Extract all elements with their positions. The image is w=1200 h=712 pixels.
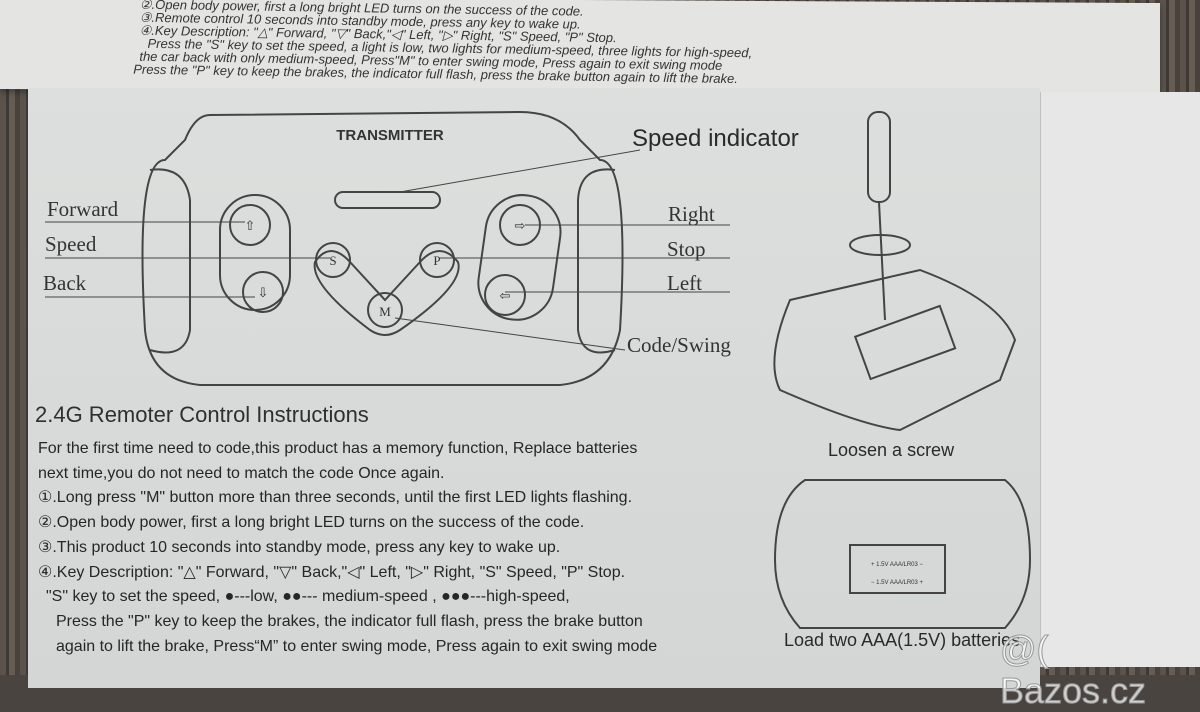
instruction-line: For the first time need to code,this pro…: [38, 440, 638, 457]
battery-label: − 1.5V AAA/LR03 +: [871, 580, 924, 586]
instruction-line: ①.Long press "M" button more than three …: [38, 489, 633, 507]
m-button-label: M: [379, 304, 391, 319]
speed-indicator-label: Speed indicator: [632, 125, 799, 152]
left-arrow-icon: ⇦: [500, 288, 511, 303]
up-button: [229, 204, 271, 246]
down-button: [242, 271, 284, 313]
up-down-pad: [219, 194, 291, 311]
box-side-panel: [1040, 92, 1200, 667]
back-label: Back: [43, 271, 87, 295]
instruction-line: ②.Open body power, first a long bright L…: [38, 514, 585, 532]
up-arrow-icon: ⇧: [245, 218, 256, 233]
rotate-arrow-icon: [849, 234, 911, 256]
left-label: Left: [667, 271, 702, 295]
battery-compartment: [849, 544, 946, 594]
down-arrow-icon: ⇩: [258, 285, 269, 300]
m-button: [367, 292, 403, 328]
stop-label: Stop: [667, 237, 706, 261]
speed-indicator-bar: [334, 191, 441, 209]
s-button: [315, 242, 351, 278]
screwdriver-handle: [867, 111, 891, 203]
battery-label: + 1.5V AAA/LR03 −: [871, 562, 924, 568]
right-left-pad: [477, 194, 562, 321]
instruction-line: ③.This product 10 seconds into standby m…: [38, 538, 561, 556]
battery-cover: [853, 304, 957, 381]
instruction-line: again to lift the brake, Press“M” to ent…: [56, 637, 658, 655]
remote-front-view: [773, 479, 1032, 629]
load-batteries-caption: Load two AAA(1.5V) batteries: [784, 630, 1021, 650]
watermark: @( Bazos.cz: [1000, 628, 1147, 712]
instruction-line: Press the "P" key to keep the brakes, th…: [56, 612, 643, 630]
right-label: Right: [668, 202, 715, 226]
transmitter-diagram: ⇧ ⇩ ⇨ ⇦ S P M TRANSMITTER + 1.5V AAA/LR0…: [141, 110, 1032, 629]
right-grip: [577, 168, 616, 354]
transmitter-label: TRANSMITTER: [336, 127, 444, 144]
transmitter-outline: [141, 110, 624, 386]
loosen-screw-caption: Loosen a screw: [828, 440, 955, 460]
instructions-body: For the first time need to code,this pro…: [38, 437, 657, 659]
s-button-label: S: [329, 253, 336, 268]
code-swing-label: Code/Swing: [627, 333, 731, 357]
left-button: [484, 274, 526, 316]
p-button-label: P: [433, 253, 440, 268]
forward-label: Forward: [47, 197, 119, 221]
instruction-line: "S" key to set the speed, ●---low, ●●---…: [46, 588, 570, 606]
instructions-title: 2.4G Remoter Control Instructions: [35, 402, 369, 427]
p-button: [419, 242, 455, 278]
right-arrow-icon: ⇨: [515, 218, 526, 233]
speed-label: Speed: [45, 232, 97, 256]
remote-back-view: [773, 268, 1017, 432]
box-panel: [28, 88, 1040, 688]
instruction-line: ④.Key Description: "△" Forward, "▽" Back…: [38, 563, 626, 581]
instruction-line: next time,you do not need to match the c…: [38, 464, 445, 482]
left-grip: [149, 168, 191, 354]
